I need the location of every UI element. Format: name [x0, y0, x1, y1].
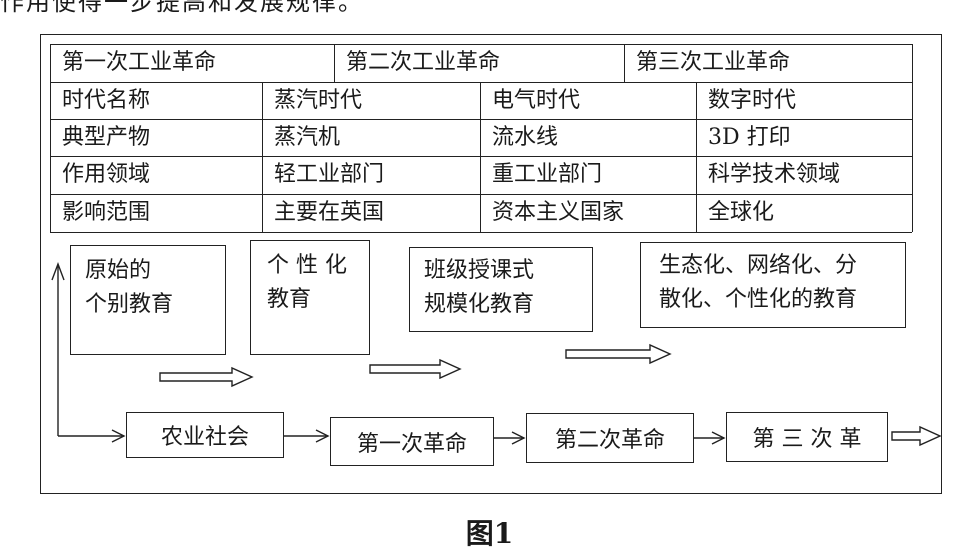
table-cell: 流水线	[492, 125, 559, 150]
table-border-bottom	[50, 232, 912, 233]
table-border-left	[50, 44, 51, 232]
stage-box-third-revolution: 第 三 次 革	[726, 412, 888, 462]
arrowhead-right	[111, 429, 126, 443]
education-box-line: 散化、个性化的教育	[659, 287, 858, 312]
table-cell: 轻工业部门	[274, 162, 385, 187]
table-line	[334, 44, 335, 82]
table-cell: 影响范围	[62, 200, 151, 225]
education-box-line: 规模化教育	[424, 292, 535, 317]
table-cell: 科学技术领域	[708, 162, 841, 187]
table-cell: 蒸汽机	[274, 125, 341, 150]
table-line	[262, 82, 263, 232]
education-box-ecological: 生态化、网络化、分 散化、个性化的教育	[640, 242, 906, 328]
table-cell: 重工业部门	[492, 162, 603, 187]
table-cell: 资本主义国家	[492, 200, 625, 225]
table-cell: 主要在英国	[274, 200, 385, 225]
hollow-arrow	[369, 358, 462, 380]
education-box-line: 班级授课式	[424, 258, 535, 283]
education-box-class: 班级授课式 规模化教育	[409, 247, 593, 332]
header-fragment: 作用使得一步提高和发展规律。	[0, 0, 364, 16]
table-cell: 3D 打印	[708, 125, 791, 150]
table-cell: 作用领域	[62, 162, 151, 187]
table-line	[50, 156, 912, 157]
education-box-line: 原始的	[85, 258, 152, 283]
education-box-line: 教育	[267, 287, 312, 312]
connector-arrowhead	[511, 431, 526, 445]
table-line	[50, 82, 912, 83]
table-cell: 典型产物	[62, 125, 151, 150]
table-line	[624, 44, 625, 82]
education-box-line: 个别教育	[85, 292, 174, 317]
stage-box-first-revolution: 第一次革命	[330, 417, 494, 466]
hollow-arrow	[891, 425, 942, 447]
education-box-personalized: 个 性 化 教育	[250, 240, 370, 355]
hollow-arrow	[159, 366, 254, 388]
table-line	[50, 119, 912, 120]
table-cell: 蒸汽时代	[274, 88, 363, 113]
feedback-arrowhead-up	[51, 262, 65, 281]
table-header-cell: 第一次工业革命	[62, 50, 217, 75]
table-line	[50, 194, 912, 195]
education-box-line: 生态化、网络化、分	[659, 253, 858, 278]
figure-caption: 图1	[465, 517, 514, 550]
table-cell: 电气时代	[492, 88, 581, 113]
table-header-cell: 第三次工业革命	[636, 50, 791, 75]
stage-box-second-revolution: 第二次革命	[526, 413, 694, 463]
table-border-right	[912, 44, 913, 232]
education-box-individual: 原始的 个别教育	[70, 245, 226, 355]
table-cell: 时代名称	[62, 88, 151, 113]
diagram-frame	[40, 34, 942, 494]
hollow-arrow	[565, 343, 672, 365]
table-header-cell: 第二次工业革命	[346, 50, 501, 75]
stage-box-agricultural: 农业社会	[126, 412, 284, 458]
table-line	[696, 82, 697, 232]
table-cell: 数字时代	[708, 88, 797, 113]
connector-arrowhead	[711, 431, 726, 445]
table-line	[480, 82, 481, 232]
table-border-top	[50, 44, 912, 45]
arrowhead-right	[315, 429, 330, 443]
table-cell: 全球化	[708, 200, 775, 225]
education-box-line: 个 性 化	[267, 253, 347, 278]
